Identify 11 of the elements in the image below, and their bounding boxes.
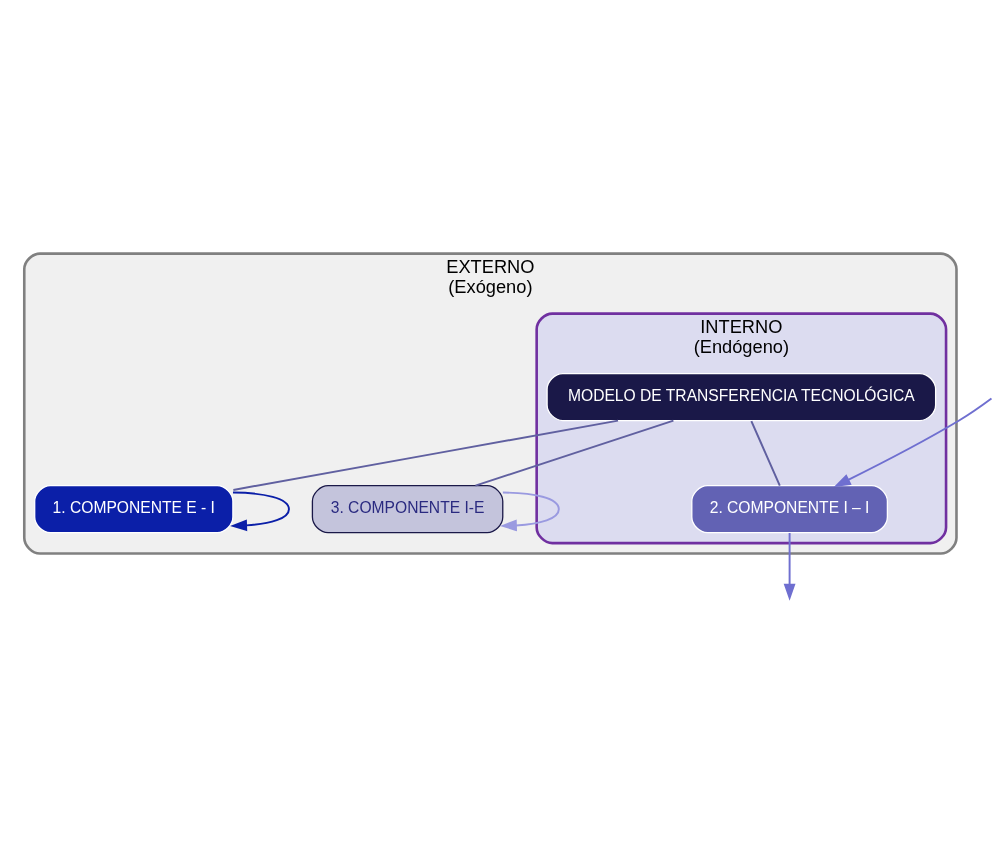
connector (750, 420, 781, 487)
node-box: 1. COMPONENTE E - I (34, 485, 234, 534)
arrow (230, 491, 290, 532)
connector (474, 419, 675, 487)
node-box: 2. COMPONENTE I – I (691, 485, 889, 534)
node-box: MODELO DE TRANSFERENCIA TECNOLÓGICA (546, 372, 937, 422)
node-box: 3. COMPONENTE I-E (311, 485, 504, 534)
arrow (783, 532, 796, 601)
arrow (499, 491, 560, 532)
arrow (833, 397, 993, 487)
connector (232, 419, 620, 491)
